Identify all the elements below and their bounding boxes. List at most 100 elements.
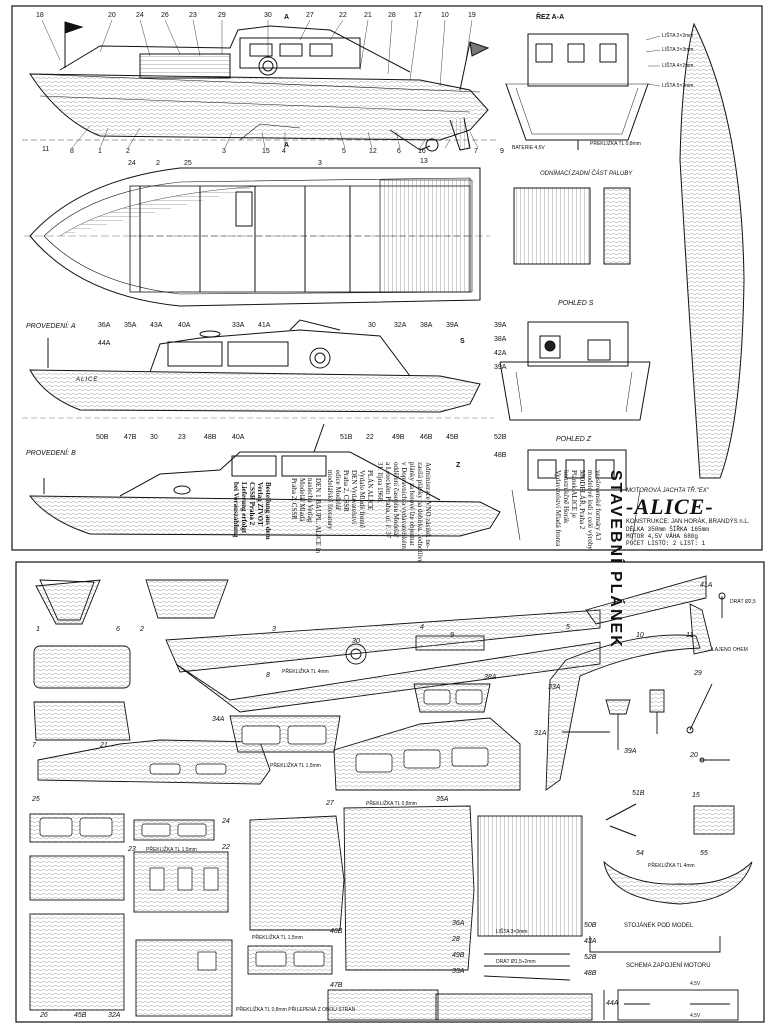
overlay-line: Plánek ALICE je bbox=[570, 470, 578, 518]
part-number: 22 bbox=[222, 844, 230, 851]
part-23 bbox=[29, 855, 125, 901]
overlay-line: Praha 2, CSSR bbox=[290, 478, 298, 520]
view-z bbox=[511, 449, 641, 541]
overlay-line: PLÁN ALICE bbox=[366, 470, 374, 511]
parts-small-pieces bbox=[483, 592, 739, 1021]
part-41A bbox=[585, 575, 707, 625]
part-26 bbox=[29, 913, 125, 1011]
side-number: 19 bbox=[468, 12, 476, 19]
overlay-line: 31. října 1968. bbox=[376, 462, 384, 503]
side-number: 9 bbox=[500, 148, 504, 155]
view-s-number: 42A bbox=[494, 350, 507, 357]
part-number: 1 bbox=[36, 626, 40, 633]
part-9 bbox=[415, 635, 485, 651]
part-number: 28 bbox=[452, 936, 460, 943]
overlay-line: Vydalo Mladé frontě bbox=[358, 470, 366, 528]
part-number: 10 bbox=[636, 632, 644, 639]
part-number: 3 bbox=[272, 626, 276, 633]
part-number: 34A bbox=[212, 716, 225, 723]
variant-b-label: PROVEDENÍ: B bbox=[26, 450, 76, 457]
side-number: 28 bbox=[388, 12, 396, 19]
part-number: 26 bbox=[40, 1012, 48, 1019]
part-number: 36A bbox=[452, 920, 465, 927]
side-number: 20 bbox=[108, 12, 116, 19]
variant-a-number: 36A bbox=[98, 322, 111, 329]
variant-a-number: 39A bbox=[446, 322, 459, 329]
section-note-battery: BATERIE 4,5V bbox=[512, 145, 545, 151]
part-number: 15 bbox=[692, 792, 700, 799]
overlay-column-5: ve-slovenské formáty A3 modelové lodi z … bbox=[554, 470, 602, 550]
hull-side-panel bbox=[679, 22, 745, 479]
overlay-line: DEN 1 BAUPL. ALICE in bbox=[314, 478, 322, 554]
variant-a-number: 40A bbox=[178, 322, 191, 329]
part-35A bbox=[343, 805, 475, 971]
part-number: 24 bbox=[222, 818, 230, 825]
overlay-line: plánky za hotové lze objednat bbox=[408, 462, 416, 546]
overlay-line: Bestellung aus dem bbox=[264, 482, 272, 540]
side-number: 5 bbox=[342, 148, 346, 155]
variant-a-number: 41A bbox=[258, 322, 271, 329]
plan-number: 3 bbox=[318, 160, 322, 167]
part-number: 52B bbox=[584, 954, 597, 961]
overlay-line: ve-slovenské formáty A3 bbox=[594, 470, 602, 541]
side-number: 27 bbox=[306, 12, 314, 19]
view-s-number: 39A bbox=[494, 364, 507, 371]
title-block: MOTOROVÁ JACHTA TŘ."EX" -ALICE- KONSTRUK… bbox=[626, 488, 766, 547]
part-number: 21 bbox=[100, 742, 108, 749]
view-z-number: 52B bbox=[494, 434, 507, 441]
section-note-2: LIŠTA 3×3mm bbox=[662, 47, 694, 53]
side-number: 10 bbox=[441, 12, 449, 19]
note: LIŠTA 3×3mm bbox=[496, 929, 528, 935]
part-number: 23 bbox=[128, 846, 136, 853]
title-row-motor: MOTOR 4,5V VÁHA 680g bbox=[626, 533, 699, 540]
overlay-line: Modelář Mladá bbox=[298, 478, 306, 522]
overlay-line: a Leteckém Praha, ul. č. 37 bbox=[384, 462, 392, 539]
side-number: 1 bbox=[98, 148, 102, 155]
note: PŘEKLIŽKA TL 1,5mm bbox=[146, 847, 197, 853]
overlay-line: zasílá plánky na dobírku. Jednotlivé bbox=[416, 462, 424, 563]
variant-b-number: 50B bbox=[96, 434, 109, 441]
variant-b-number: 45B bbox=[446, 434, 459, 441]
part-number: 46B bbox=[330, 928, 343, 935]
overlay-line: modelářské literatury bbox=[326, 470, 334, 530]
variant-b-elevation bbox=[28, 423, 501, 537]
note: LAJENO OHEM bbox=[712, 647, 748, 653]
part-number: 33A bbox=[548, 684, 561, 691]
note: PŘEKLIŽKA TL 0,8mm bbox=[366, 801, 417, 807]
overlay-column-2: PLÁN ALICE Vydalo Mladé frontě DEN Vydav… bbox=[326, 470, 374, 530]
parts-outlines bbox=[29, 575, 753, 1021]
side-number: 3 bbox=[222, 148, 226, 155]
part-number: 8 bbox=[266, 672, 270, 679]
part-number: 39A bbox=[624, 748, 637, 755]
parts-windows bbox=[39, 689, 489, 971]
note: PŘEKLIŽKA TL 0,8mm PŘILEPENÁ Z OBOU STRA… bbox=[236, 1007, 356, 1013]
part-6 bbox=[33, 645, 131, 689]
overlay-line: naslechu Verlag bbox=[306, 478, 314, 523]
plan-view bbox=[24, 167, 490, 307]
title-header: MOTOROVÁ JACHTA TŘ."EX" bbox=[626, 488, 709, 494]
variant-b-number: 46B bbox=[420, 434, 433, 441]
variant-b-number: 22 bbox=[366, 434, 374, 441]
note: DRÁT Ø2,5 bbox=[730, 599, 756, 605]
part-number: 54 bbox=[636, 850, 644, 857]
motor-voltage: 4,5V bbox=[690, 981, 701, 987]
part-32A bbox=[135, 939, 233, 1017]
side-number: 4 bbox=[282, 148, 286, 155]
part-36A bbox=[477, 815, 583, 937]
note: PŘEKLIŽKA TL 4mm bbox=[648, 863, 695, 869]
plan-number: 24 bbox=[128, 160, 136, 167]
part-21 bbox=[37, 739, 271, 785]
title-name: -ALICE- bbox=[626, 494, 714, 519]
side-number: 30 bbox=[264, 12, 272, 19]
part-number: 11 bbox=[686, 632, 694, 639]
overlay-line: oddělení časopisu Modelář bbox=[392, 462, 400, 538]
overlay-column-1: Administrace VNO zásilek ne- zasílá plán… bbox=[376, 462, 432, 563]
part-number: 6 bbox=[116, 626, 120, 633]
part-2 bbox=[145, 579, 229, 619]
side-number: 2 bbox=[126, 148, 130, 155]
variant-a-number: 44A bbox=[98, 340, 111, 347]
variant-a-number: 33A bbox=[232, 322, 245, 329]
variant-b-number: 51B bbox=[340, 434, 353, 441]
part-7 bbox=[33, 701, 131, 741]
